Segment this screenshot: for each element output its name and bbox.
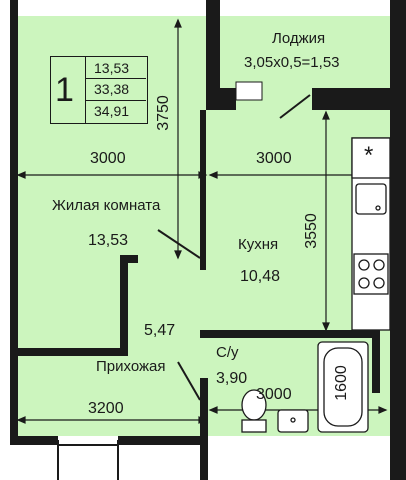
kitchen-name: Кухня	[238, 236, 279, 253]
loggia-hatch	[235, 81, 263, 101]
kitchen-equipment	[351, 137, 391, 331]
loggia-name: Лоджия	[272, 30, 326, 47]
wall-right	[390, 0, 406, 480]
badge-divider-2	[86, 100, 146, 101]
door-living	[157, 229, 201, 259]
sink-drain-icon	[375, 205, 381, 211]
total-area-value: 33,38	[94, 81, 130, 97]
fridge-icon	[351, 137, 391, 179]
hall-area: 5,47	[144, 322, 176, 339]
wall-bottom-right	[118, 436, 208, 445]
wall-loggia-bottom-left	[206, 88, 236, 110]
wall-left	[10, 0, 18, 445]
wall-loggia-bottom-right	[312, 88, 394, 110]
burner-3	[358, 277, 370, 289]
summary-badge: 1 13,53 33,38 34,91	[50, 56, 148, 124]
living-width-label: 3000	[90, 150, 126, 167]
door-loggia	[279, 94, 311, 119]
badge-divider	[86, 78, 146, 79]
wall-kitchen-bottom	[200, 330, 380, 338]
loggia-area: 3,05х0,5=1,53	[244, 54, 340, 71]
bathroom-name: С/у	[216, 344, 239, 361]
living-area: 13,53	[88, 232, 129, 249]
watermark: ID 67661101	[216, 436, 296, 452]
toilet-tank-icon	[241, 419, 267, 433]
kitchen-depth-label: 3550	[302, 213, 320, 249]
living-name: Жилая комната	[52, 197, 161, 214]
burner-4	[373, 277, 385, 289]
bath-depth-label: 1600	[332, 365, 350, 401]
bath-width-label: 3000	[256, 386, 292, 403]
washbasin-drain-icon	[290, 417, 296, 423]
kitchen-area: 10,48	[240, 268, 281, 285]
bathroom-fixtures	[241, 341, 369, 433]
hall-width-label: 3200	[88, 400, 124, 417]
living-area-value: 13,53	[94, 60, 130, 76]
door-hall	[177, 361, 201, 401]
hall-name: Прихожая	[96, 358, 166, 375]
ventilation-box	[235, 81, 263, 101]
living-depth-label: 3750	[154, 95, 172, 131]
wall-bath-right-stub	[372, 338, 380, 393]
burner-1	[358, 259, 370, 271]
bathtub-inner-icon	[323, 347, 363, 427]
badge-values: 13,53 33,38 34,91	[85, 57, 146, 123]
wall-bottom-left	[10, 436, 58, 445]
entrance-door	[57, 440, 119, 480]
wall-living-right-top	[206, 0, 220, 110]
wall-hall-left	[120, 255, 138, 263]
kitchen-width-label: 3000	[256, 150, 292, 167]
rooms-count: 1	[55, 71, 74, 109]
wall-hall-left-vert	[120, 255, 128, 355]
wall-bath-left	[200, 378, 208, 480]
sink-icon	[355, 183, 387, 215]
arrowheads	[16, 18, 392, 424]
walls	[10, 0, 406, 480]
snowflake-icon: *	[364, 142, 374, 169]
bathroom-area: 3,90	[216, 370, 248, 387]
wall-partition-mid	[200, 110, 206, 270]
loggia-fill	[220, 16, 390, 88]
wall-hall-left-low	[18, 348, 128, 356]
total-with-loggia-value: 34,91	[94, 103, 130, 119]
doors	[57, 94, 311, 480]
burner-2	[373, 259, 385, 271]
stove-icon	[353, 253, 389, 295]
